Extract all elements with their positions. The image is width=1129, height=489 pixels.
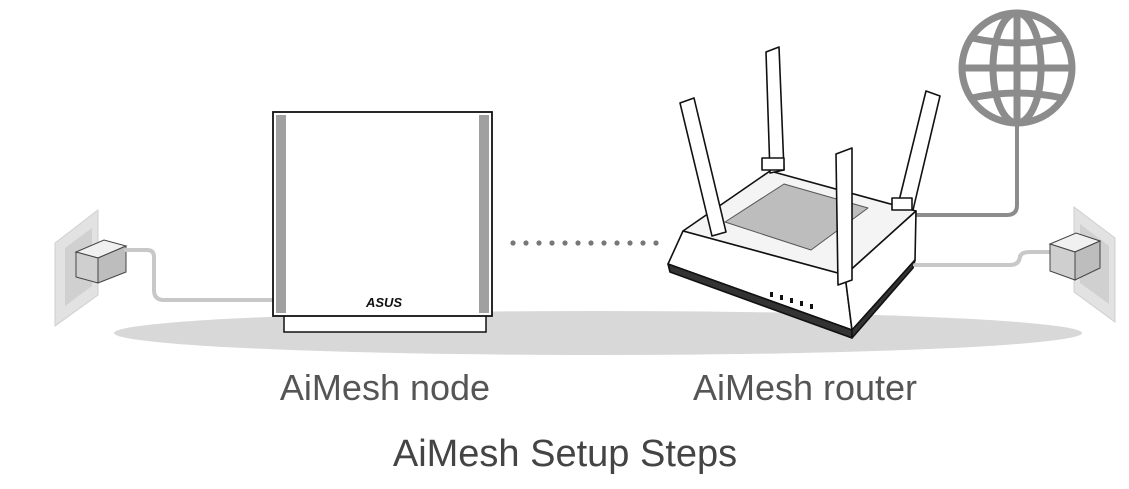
aimesh-router-icon — [667, 46, 941, 339]
diagram-title: AiMesh Setup Steps — [392, 433, 738, 475]
power-adapter-left-icon — [74, 239, 128, 284]
aimesh-node-icon: ASUS — [272, 111, 493, 333]
floor-shadow — [114, 311, 1082, 355]
globe-icon — [958, 9, 1076, 127]
dotted-connection-icon — [510, 240, 659, 246]
internet-cable — [910, 125, 1019, 217]
power-adapter-right-icon — [1048, 232, 1102, 281]
aimesh-router-label: AiMesh router — [692, 367, 918, 408]
node-brand-logo: ASUS — [365, 295, 402, 310]
power-cable-right — [913, 250, 1052, 267]
power-cable-left — [124, 248, 277, 302]
aimesh-node-label: AiMesh node — [279, 367, 491, 408]
